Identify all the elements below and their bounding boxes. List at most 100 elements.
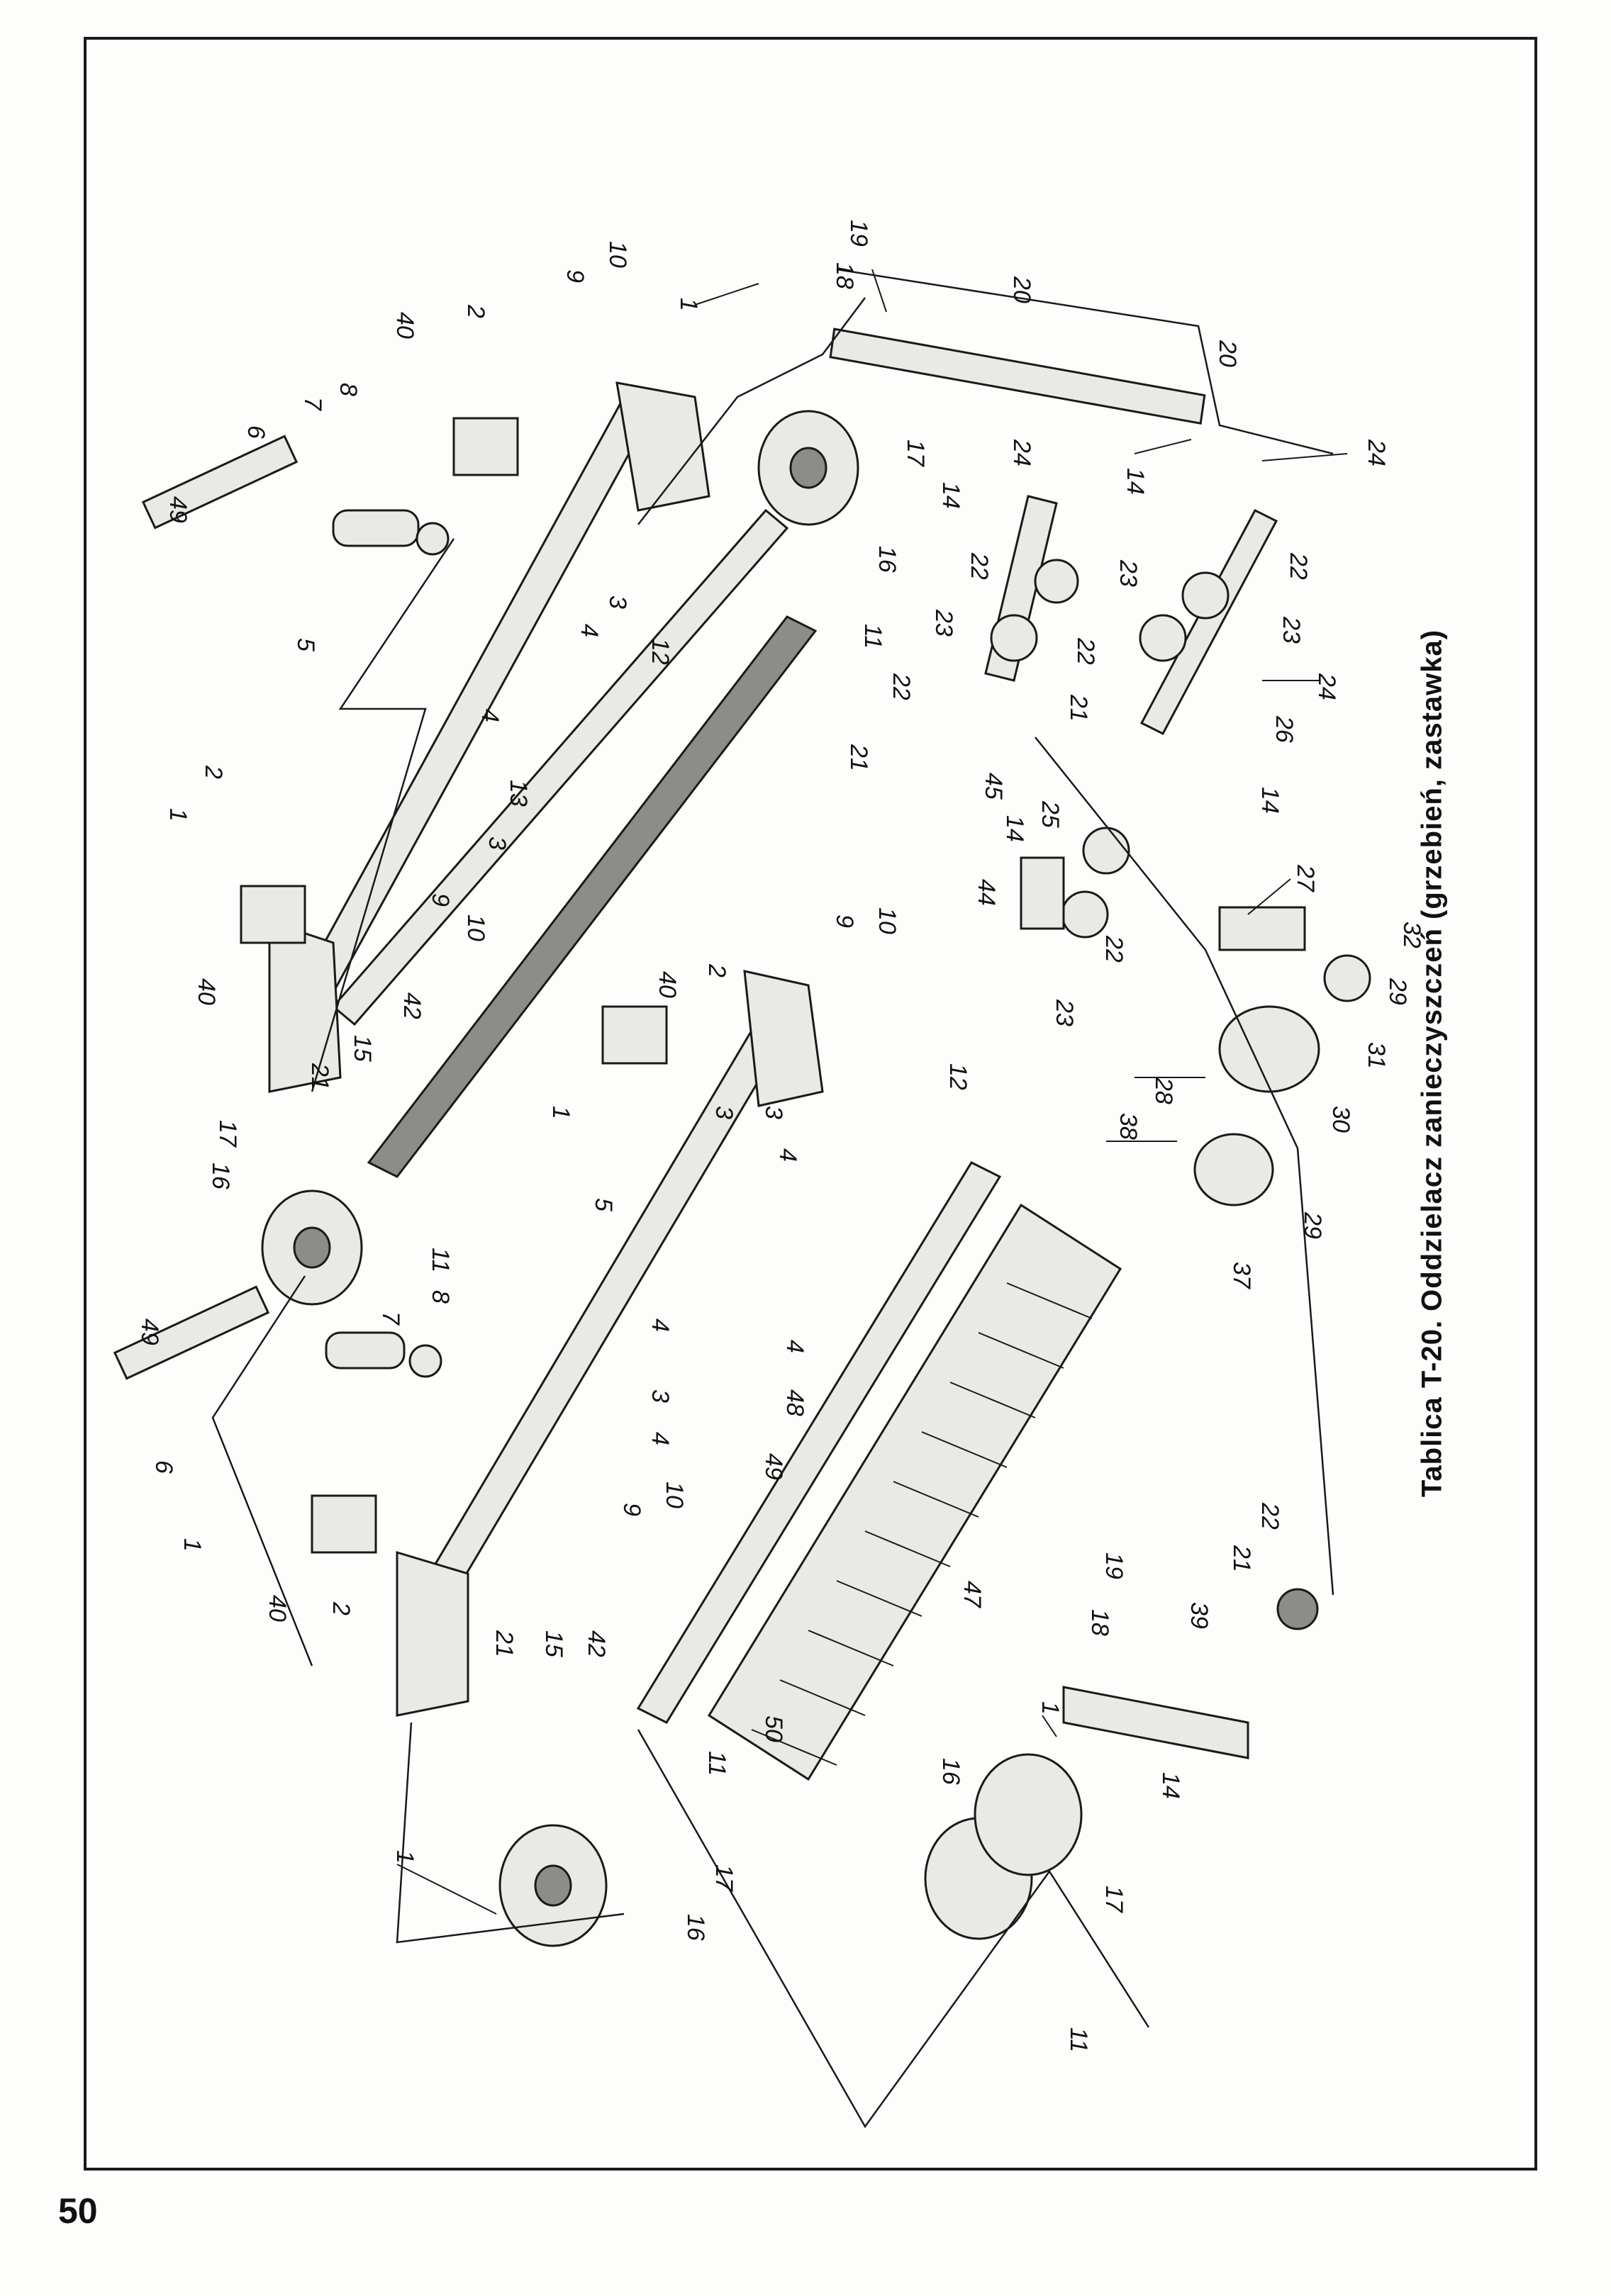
label-24-c: 24 (1313, 673, 1340, 700)
nut-22-a (1034, 559, 1079, 604)
label-14-a: 14 (1157, 1772, 1184, 1799)
comb-strip-13 (367, 615, 818, 1178)
label-15-a: 15 (349, 1035, 376, 1062)
label-3-b: 3 (484, 836, 511, 850)
cap-37 (1193, 1133, 1274, 1206)
label-8-b: 8 (427, 1290, 454, 1304)
label-10-a: 10 (604, 241, 631, 268)
label-17-c: 17 (710, 1864, 737, 1892)
label-22-e: 22 (1072, 637, 1099, 665)
label-2-a: 2 (462, 304, 489, 318)
label-29-a: 29 (1384, 978, 1411, 1005)
label-10-c: 10 (661, 1482, 688, 1508)
label-3-e: 3 (760, 1106, 787, 1119)
label-2-d: 2 (703, 963, 730, 978)
sleeve-7-upper (332, 509, 420, 547)
washer-23-a (990, 614, 1038, 662)
sleeve-7-lower (325, 1331, 406, 1370)
label-14-b: 14 (937, 482, 964, 509)
label-22-f: 22 (1285, 552, 1312, 580)
label-25: 25 (1037, 800, 1064, 828)
label-18-b: 18 (1086, 1609, 1113, 1636)
label-7-b: 7 (377, 1311, 404, 1326)
label-9-a: 9 (562, 269, 589, 283)
nut-8-upper (416, 522, 450, 556)
comb-assembly (636, 1161, 1122, 1781)
label-3-d: 3 (710, 1106, 737, 1119)
shaft-49 (636, 1161, 1002, 1724)
rail-5-lower (423, 1005, 796, 1596)
label-11-a: 11 (859, 624, 886, 649)
label-30: 30 (1327, 1106, 1354, 1133)
label-10-d: 10 (874, 907, 901, 934)
label-28: 28 (1150, 1077, 1177, 1104)
handle-27 (1218, 906, 1306, 951)
label-37: 37 (1228, 1262, 1255, 1289)
label-10-b: 10 (462, 914, 489, 941)
part-labels: 49 6 7 8 40 2 9 10 1 18 19 20 17 16 11 1… (136, 220, 1425, 2052)
label-17-b: 17 (214, 1120, 241, 1148)
nut-22-c (1082, 827, 1130, 875)
label-1-c: 1 (179, 1538, 206, 1552)
label-40-b: 40 (193, 978, 220, 1005)
leader-lines (396, 269, 1348, 1915)
label-16-a: 16 (874, 546, 901, 573)
label-2-c: 2 (328, 1601, 355, 1615)
label-42-a: 42 (398, 992, 425, 1019)
grouping-lines (211, 268, 1334, 2129)
label-23-d: 23 (1278, 616, 1305, 644)
label-40-d: 40 (654, 971, 681, 998)
label-1-e: 1 (547, 1106, 574, 1119)
label-1-d: 1 (391, 1850, 418, 1864)
crank-6-upper (141, 435, 299, 530)
label-22-d: 22 (1100, 935, 1127, 963)
label-14-c: 14 (1001, 815, 1028, 842)
label-4-e: 4 (781, 1340, 808, 1353)
clamp-2-lower (311, 1494, 377, 1554)
lever-39 (1062, 1686, 1249, 1759)
label-29-b: 29 (1299, 1211, 1326, 1239)
label-1-f: 1 (1037, 1701, 1064, 1715)
label-24-b: 24 (1363, 439, 1390, 466)
block-44 (1020, 856, 1065, 930)
label-4-d: 4 (647, 1432, 674, 1445)
label-5-a: 5 (292, 638, 319, 651)
label-23-a: 23 (930, 609, 957, 637)
label-1-a: 1 (675, 298, 702, 311)
label-3-c: 3 (647, 1389, 674, 1403)
label-39: 39 (1186, 1602, 1213, 1629)
label-12-a: 12 (647, 638, 674, 665)
nut-8-lower (408, 1344, 442, 1378)
label-6-b: 6 (150, 1460, 177, 1474)
label-44: 44 (973, 879, 1000, 906)
bushing-31 (1323, 954, 1371, 1002)
label-16-b: 16 (207, 1163, 234, 1189)
label-5-b: 5 (590, 1198, 617, 1211)
label-14-e: 14 (1256, 787, 1283, 814)
diagram-frame (84, 37, 1537, 2171)
label-6: 6 (243, 425, 269, 439)
clamp-2-upper-left (240, 885, 306, 944)
label-20-b: 20 (1214, 340, 1241, 367)
label-18-a: 18 (831, 262, 858, 289)
label-17-a: 17 (902, 439, 929, 467)
lever-assembly-upper (829, 327, 1371, 1940)
label-27: 27 (1292, 864, 1319, 892)
upper-rail-assembly (141, 381, 859, 1306)
label-21-b: 21 (491, 1630, 518, 1657)
label-7: 7 (299, 397, 326, 411)
label-12-b: 12 (944, 1063, 971, 1090)
label-13: 13 (505, 780, 532, 807)
label-41: 49 (165, 496, 191, 523)
label-9-d: 9 (831, 914, 858, 928)
label-16-c: 16 (682, 1914, 709, 1941)
label-31: 31 (1363, 1042, 1390, 1069)
label-4-f: 4 (774, 1148, 801, 1162)
label-3-a: 3 (604, 595, 631, 609)
lower-rail-assembly (113, 970, 824, 1947)
label-23-c: 23 (1115, 559, 1142, 587)
label-19-b: 19 (1100, 1552, 1127, 1579)
label-4-c: 4 (647, 1318, 674, 1332)
label-42-b: 42 (583, 1630, 610, 1657)
